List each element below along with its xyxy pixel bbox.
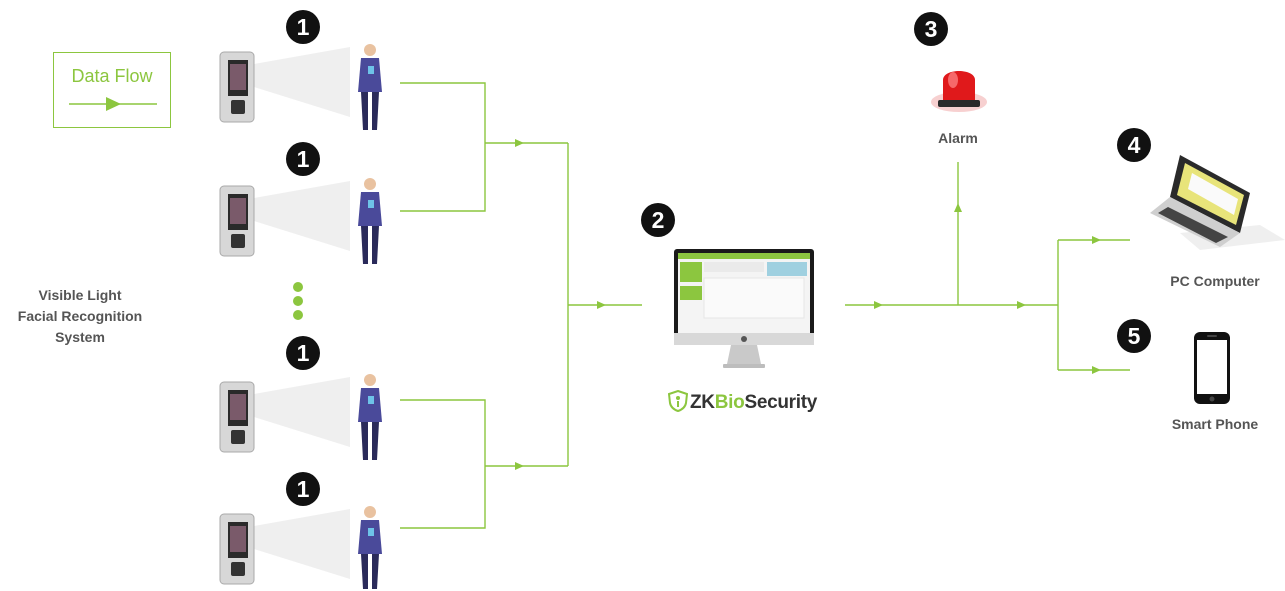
face-terminal-icon [219,506,382,589]
arrow-icon [515,139,524,147]
step-badge: 3 [914,12,948,46]
zkbiosecurity-logo: ZKBioSecurity [667,389,818,414]
arrow-icon [954,203,962,212]
phone-label: Smart Phone [1171,416,1259,432]
ellipsis-dot [293,310,303,320]
brand-security: Security [744,392,818,413]
system-label: Visible Light Facial Recognition System [0,285,160,348]
system-label-line: System [55,329,105,345]
person-icon [358,374,382,460]
pc-label: PC Computer [1170,273,1260,289]
step-badge: 1 [286,472,320,506]
step-badge: 2 [641,203,675,237]
face-terminal-icon [219,374,382,460]
face-terminal-icon [219,178,382,264]
legend-label: Data Flow [71,66,153,86]
ellipsis-dot [293,296,303,306]
person-icon [358,44,382,130]
arrow-icon [597,301,606,309]
laptop-icon [1150,155,1285,250]
step-badge: 4 [1117,128,1151,162]
step-badge: 1 [286,10,320,44]
smartphone-icon [1194,332,1230,404]
legend-arrow-icon [69,97,157,111]
step-badge: 1 [286,336,320,370]
arrow-icon [1092,366,1101,374]
arrow-icon [874,301,883,309]
person-icon [358,506,382,589]
step-badge: 1 [286,142,320,176]
arrow-icon [515,462,524,470]
system-label-line: Visible Light [38,287,122,303]
step-badge: 5 [1117,319,1151,353]
arrow-icon [1017,301,1026,309]
brand-bio: Bio [714,392,745,413]
face-terminal-icon [219,44,382,130]
alarm-label: Alarm [938,130,978,146]
monitor-icon [674,249,814,368]
ellipsis-dot [293,282,303,292]
alarm-light-icon [931,71,987,112]
system-label-line: Facial Recognition [17,308,143,324]
shield-icon [667,389,689,413]
data-flow-legend: Data Flow [53,52,171,128]
person-icon [358,178,382,264]
brand-zk: ZK [690,392,715,413]
arrow-icon [1092,236,1101,244]
